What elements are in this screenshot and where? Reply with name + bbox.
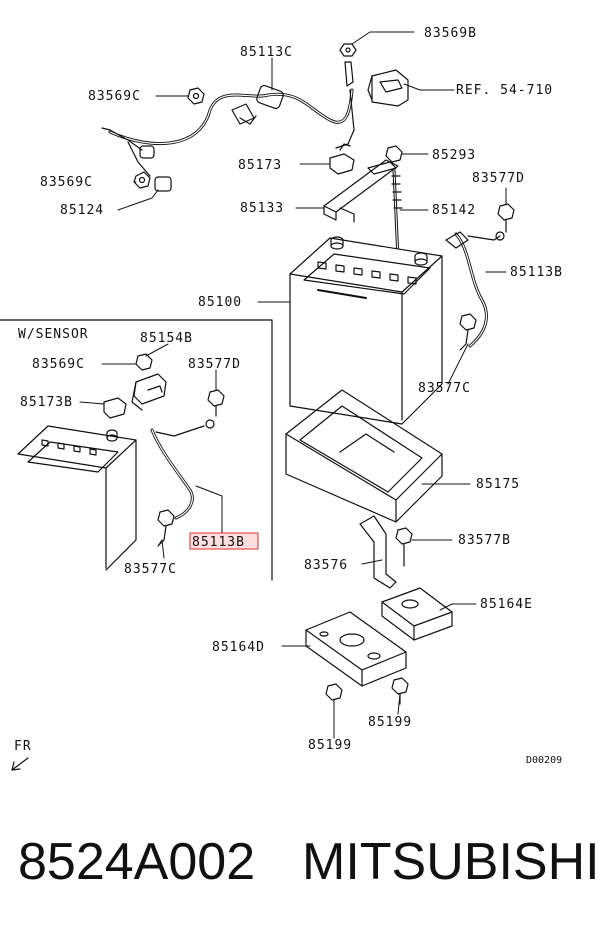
bolt-83577c-right: [459, 313, 477, 351]
label-83569b[interactable]: 83569B: [424, 26, 477, 41]
label-w-sensor: W/SENSOR: [18, 327, 89, 342]
hold-down-bar-85133: [323, 159, 399, 223]
part-number: 8524A002: [18, 833, 256, 891]
label-85175[interactable]: 85175: [476, 477, 520, 492]
ref-bracket: [367, 69, 409, 107]
bracket-83576: [359, 515, 397, 589]
battery-tray-85175: [285, 389, 443, 523]
label-85113c[interactable]: 85113C: [240, 45, 293, 60]
label-85293[interactable]: 85293: [432, 148, 476, 163]
bracket-85164d: [305, 611, 407, 687]
bolt-83577c-inset: [157, 509, 175, 547]
label-85142[interactable]: 85142: [432, 203, 476, 218]
label-85173[interactable]: 85173: [238, 158, 282, 173]
label-85113b-inset[interactable]: 85113B: [192, 535, 245, 550]
bolt-85199-right: [391, 677, 409, 705]
label-fr: FR: [14, 739, 32, 754]
label-83569c-inset[interactable]: 83569C: [32, 357, 85, 372]
label-85100[interactable]: 85100: [198, 295, 242, 310]
label-85173b[interactable]: 85173B: [20, 395, 73, 410]
bracket-85164e: [381, 587, 453, 641]
nut-83569b: [339, 43, 357, 57]
label-85124[interactable]: 85124: [60, 203, 104, 218]
label-85154b[interactable]: 85154B: [140, 331, 193, 346]
label-83577d-inset[interactable]: 83577D: [188, 357, 241, 372]
clamp-85173: [329, 143, 355, 175]
label-83577c-inset[interactable]: 83577C: [124, 562, 177, 577]
rod-85142: [391, 168, 403, 262]
nut-83569c-mid: [133, 171, 151, 189]
bolt-83577d-inset: [207, 389, 225, 417]
front-arrow-icon: [11, 757, 29, 771]
label-85164d[interactable]: 85164D: [212, 640, 265, 655]
bolt-83577d-right: [497, 203, 515, 233]
label-83576[interactable]: 83576: [304, 558, 348, 573]
footer: 8524A002 MITSUBISHI: [0, 832, 600, 912]
inset-battery: [17, 425, 137, 571]
bolt-83577b: [395, 527, 413, 567]
cable-85113b-inset: [150, 419, 215, 520]
leader-lines: [79, 31, 507, 739]
diagram-code: D00209: [526, 755, 562, 766]
label-83569c-mid[interactable]: 83569C: [40, 175, 93, 190]
label-85113b-right[interactable]: 85113B: [510, 265, 563, 280]
cable-harness-85113c: [101, 61, 355, 192]
nut-83569c-top: [187, 87, 205, 105]
cable-85113b-right: [445, 231, 505, 348]
bolt-85293: [385, 145, 403, 163]
sensor-inset-frame: [0, 319, 273, 581]
parts-diagram: 83569B 85113C 83569C REF. 54-710 85173 8…: [0, 26, 563, 771]
label-85199-right[interactable]: 85199: [368, 715, 412, 730]
sensor-85154b: [131, 373, 167, 411]
brand-name: MITSUBISHI: [302, 833, 600, 891]
clamp-85173b: [103, 397, 127, 419]
label-85133[interactable]: 85133: [240, 201, 284, 216]
label-83577b[interactable]: 83577B: [458, 533, 511, 548]
bolt-85199-left: [325, 683, 343, 701]
label-83569c-top[interactable]: 83569C: [88, 89, 141, 104]
label-83577d-right[interactable]: 83577D: [472, 171, 525, 186]
highlight-85113b: [189, 532, 259, 550]
label-85164e[interactable]: 85164E: [480, 597, 533, 612]
battery-85100: [289, 236, 443, 425]
nut-83569c-inset: [135, 353, 153, 371]
label-85199-left[interactable]: 85199: [308, 738, 352, 753]
label-ref-54-710[interactable]: REF. 54-710: [456, 83, 553, 98]
label-83577c-right[interactable]: 83577C: [418, 381, 471, 396]
